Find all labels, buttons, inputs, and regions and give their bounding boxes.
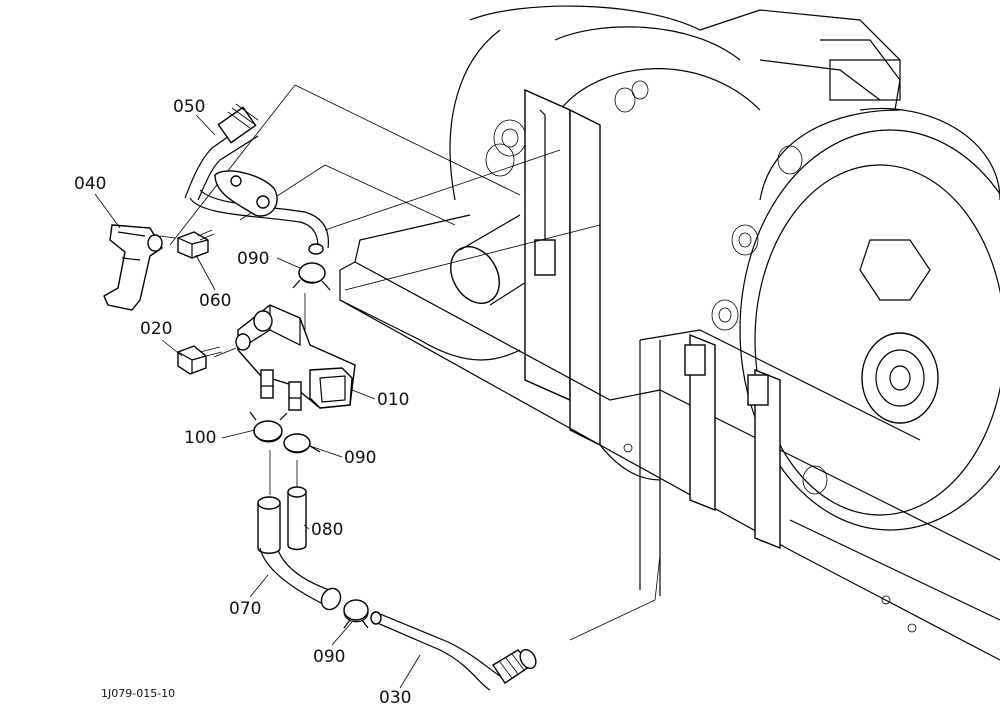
callout-040: 040 <box>74 174 106 194</box>
hose-080 <box>287 486 307 551</box>
callout-100: 100 <box>184 428 216 448</box>
bolt-060 <box>177 229 215 259</box>
engine-housing <box>339 5 1000 661</box>
callout-010: 010 <box>377 390 409 410</box>
callout-090-upper: 090 <box>237 249 269 269</box>
callout-020: 020 <box>140 319 172 339</box>
hose-070 <box>257 496 342 611</box>
callout-090-middle: 090 <box>344 448 376 468</box>
clip-090-upper <box>292 262 331 291</box>
callout-050: 050 <box>173 97 205 117</box>
clip-090-lower <box>343 599 369 629</box>
figure-reference: 1J079-015-10 <box>101 687 175 700</box>
callout-080: 080 <box>311 520 343 540</box>
sensor-010 <box>235 304 356 411</box>
bolt-020 <box>177 345 223 375</box>
clamp-040 <box>103 224 163 311</box>
callout-leaders <box>94 114 421 689</box>
callout-060: 060 <box>199 291 231 311</box>
callout-090-lower: 090 <box>313 647 345 667</box>
pipe-030 <box>370 611 537 691</box>
pipe-050 <box>184 103 330 255</box>
callout-030: 030 <box>379 688 411 708</box>
clip-100 <box>249 411 288 443</box>
callout-070: 070 <box>229 599 261 619</box>
clip-090-middle <box>283 433 321 454</box>
